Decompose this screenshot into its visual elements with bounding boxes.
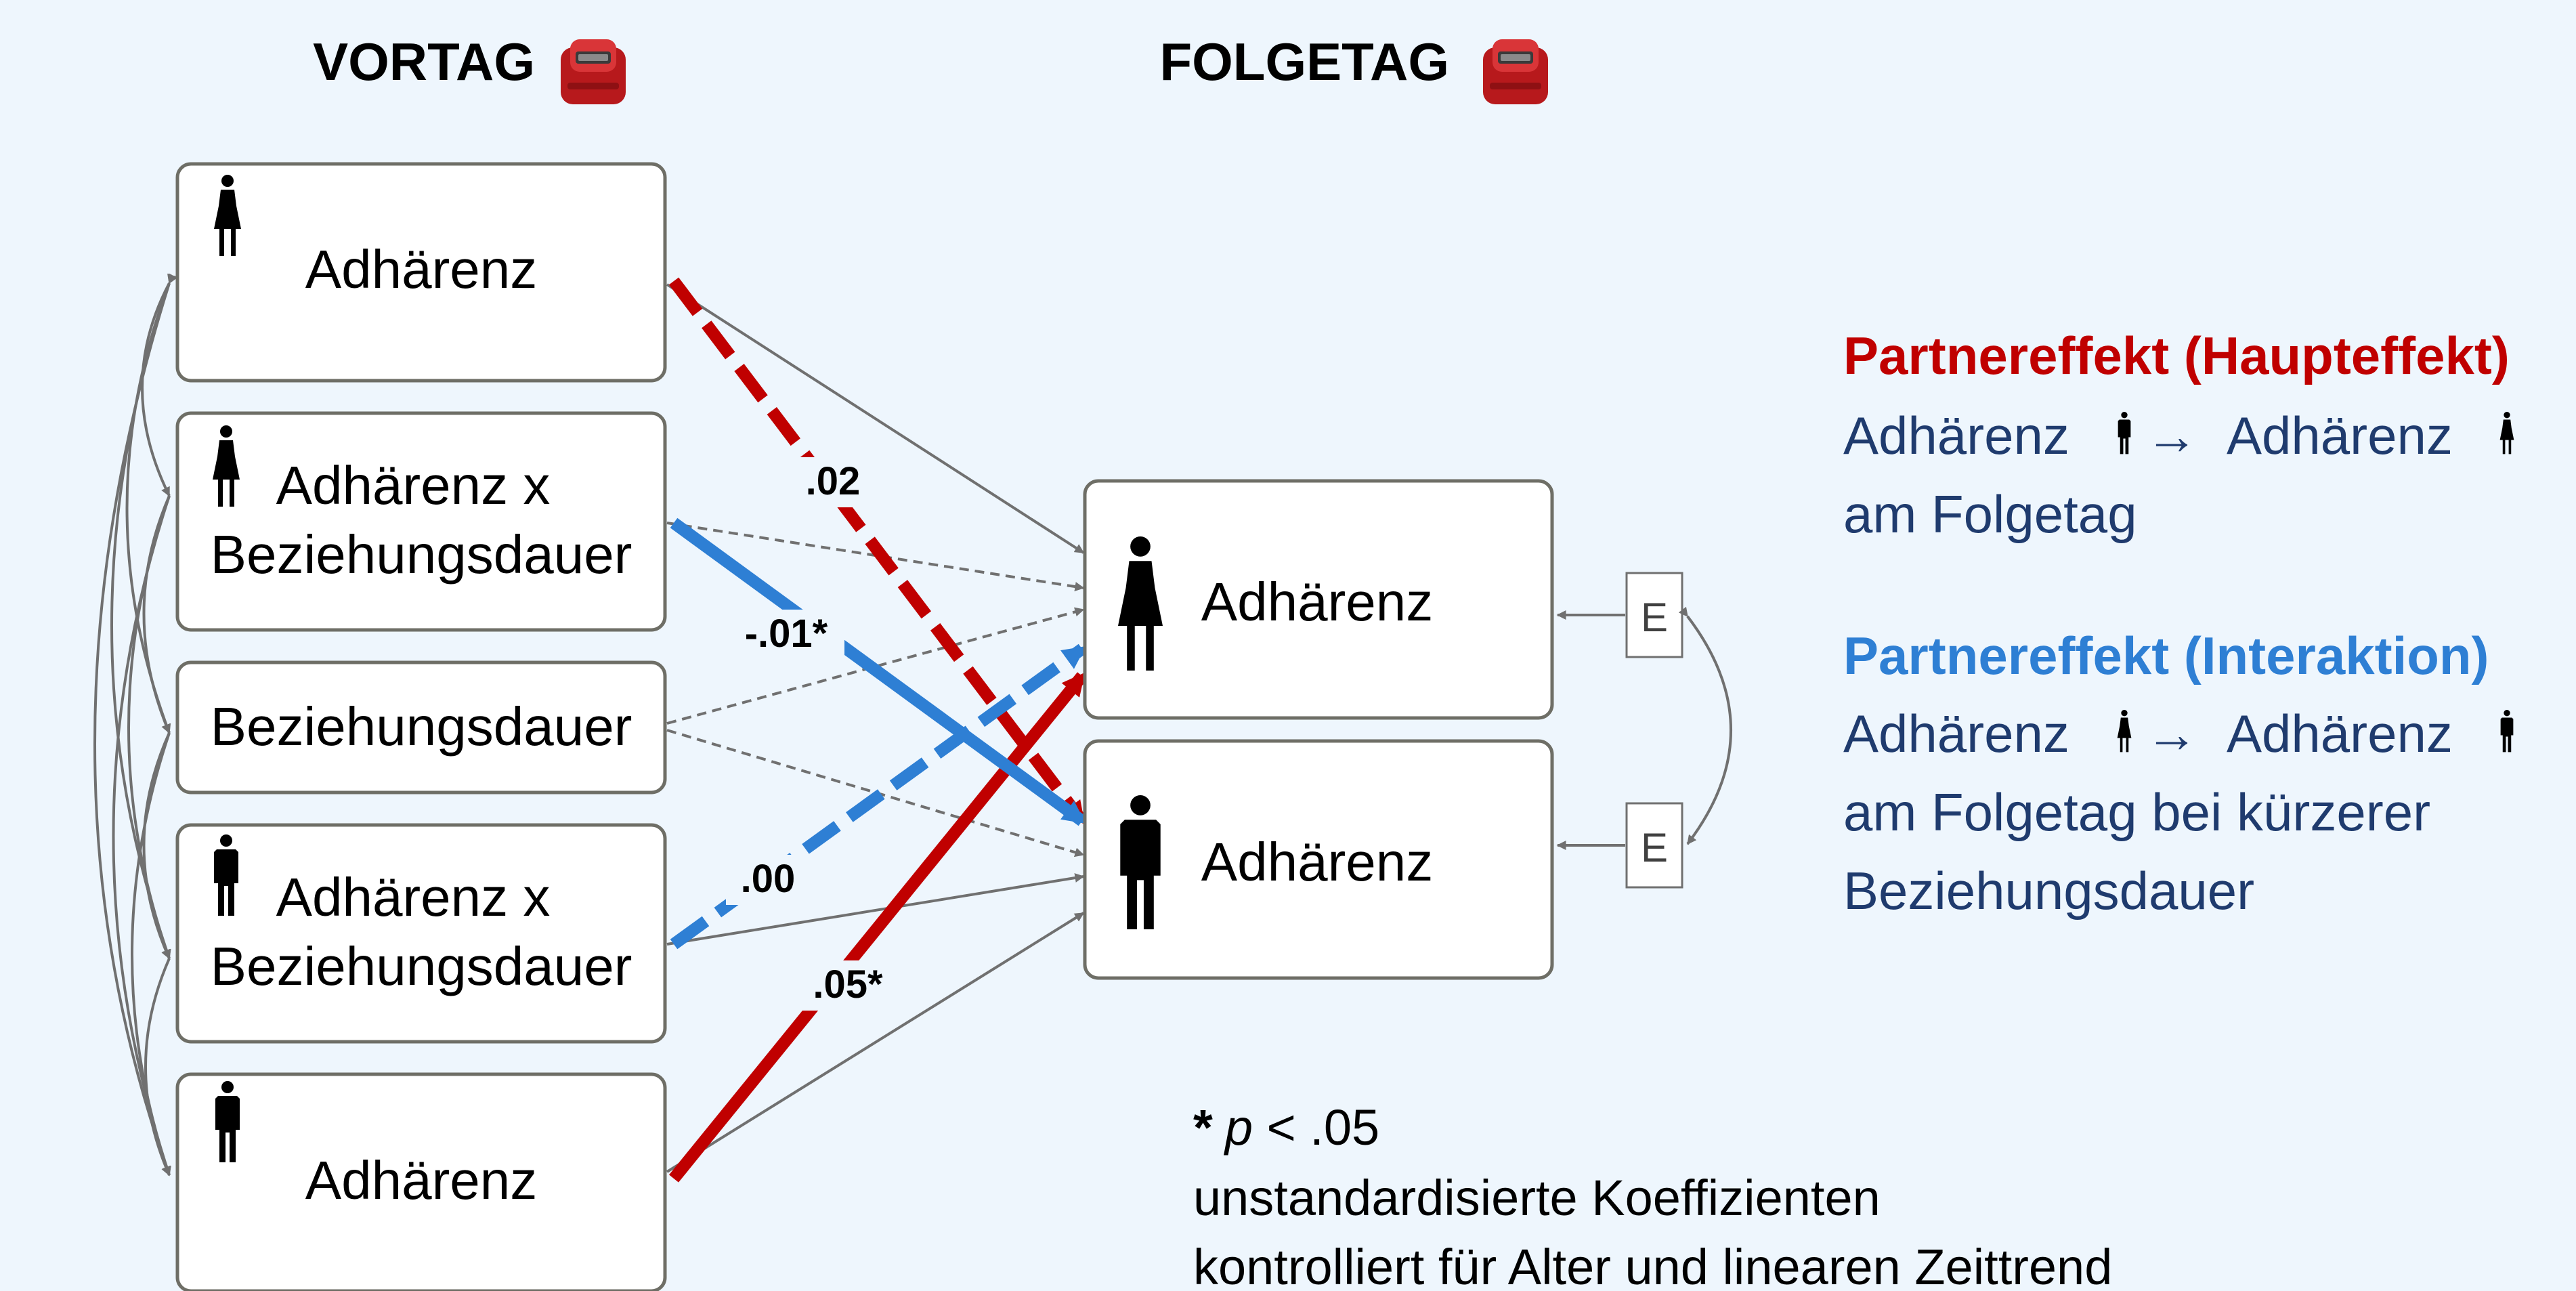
- male-person-icon: [1113, 791, 1167, 933]
- error-label: E: [1641, 825, 1668, 870]
- legend-interaction-line3: Beziehungsdauer: [1843, 861, 2254, 920]
- error-term-male: E: [1556, 802, 1683, 889]
- box-label: Adhärenz x: [276, 867, 551, 927]
- coefficient-label: .00: [741, 857, 796, 901]
- box-label: Adhärenz: [305, 1150, 537, 1210]
- coefficient-label: -.01*: [745, 612, 828, 656]
- female-person-icon: [2117, 710, 2132, 753]
- vortag-header: VORTAG: [313, 32, 535, 91]
- box-label: Beziehungsdauer: [211, 524, 632, 585]
- partner-effect-path-red-dashed: [668, 277, 1088, 825]
- box-relationship-duration: Beziehungsdauer: [175, 660, 667, 795]
- female-person-icon: [1113, 532, 1167, 675]
- box-label: Adhärenz: [1201, 832, 1433, 892]
- legend-main-effect-title: Partnereffekt (Haupteffekt): [1843, 326, 2510, 385]
- folgetag-header: FOLGETAG: [1159, 32, 1449, 91]
- covariance-curve: [142, 495, 171, 734]
- error-term-female: E: [1556, 572, 1683, 658]
- box-label: Beziehungsdauer: [211, 936, 632, 996]
- path-dashed: [666, 607, 1085, 725]
- coefficient-label: .02: [806, 459, 861, 503]
- covariance-curve: [131, 732, 171, 1177]
- box-label: Adhärenz: [1201, 572, 1433, 632]
- male-person-icon: [210, 832, 242, 927]
- covariance-curve: [93, 273, 177, 1177]
- covariance-curve: [144, 958, 171, 1177]
- legend: Partnereffekt (Haupteffekt) Adhärenz → A…: [1843, 326, 2514, 920]
- box-male-adherence-next: Adhärenz: [1083, 739, 1554, 980]
- legend-interaction-line1a: Adhärenz: [1843, 704, 2069, 763]
- female-person-icon: [2499, 412, 2514, 454]
- path-solid: [666, 873, 1085, 946]
- path-solid: [666, 912, 1085, 1173]
- footnote-line2: unstandardisierte Koeffizienten: [1193, 1170, 1881, 1226]
- path-solid: [666, 283, 1085, 554]
- partner-effect-path-blue-solid: [670, 517, 1086, 826]
- partner-effect-path-red-solid: [669, 672, 1087, 1183]
- box-label: Beziehungsdauer: [211, 696, 632, 757]
- legend-interaction-line2: am Folgetag bei kürzerer: [1843, 782, 2430, 842]
- footnote-line3: kontrolliert für Alter und linearen Zeit…: [1193, 1239, 2112, 1291]
- pill-dispenser-icon: [1483, 39, 1548, 104]
- box-male-adherence-prev: Adhärenz: [175, 1072, 667, 1291]
- error-covariance-curve: [1678, 606, 1732, 845]
- covariance-curve: [142, 732, 171, 960]
- box-label: Adhärenz: [305, 239, 537, 299]
- coefficient-label: .05*: [813, 962, 883, 1007]
- gray-paths: [666, 283, 1085, 1173]
- legend-arrow: →: [2145, 406, 2198, 465]
- covariance-curves: [93, 273, 178, 1177]
- path-dashed: [666, 729, 1085, 858]
- male-person-icon: [2500, 710, 2514, 753]
- legend-main-effect-line2: am Folgetag: [1843, 484, 2137, 544]
- female-person-icon: [210, 423, 242, 517]
- covariance-curve: [141, 273, 178, 497]
- box-female-interaction-prev: Adhärenz x Beziehungsdauer: [175, 411, 667, 632]
- box-label: Adhärenz x: [276, 455, 551, 515]
- covariance-curve: [112, 495, 171, 1177]
- male-person-icon: [211, 1078, 244, 1173]
- legend-main-effect-line1b: Adhärenz: [2227, 406, 2453, 465]
- male-person-icon: [2118, 412, 2131, 454]
- box-male-interaction-prev: Adhärenz x Beziehungsdauer: [175, 823, 667, 1044]
- legend-main-effect-line1a: Adhärenz: [1843, 406, 2069, 465]
- box-female-adherence-next: Adhärenz: [1083, 479, 1554, 720]
- female-person-icon: [211, 172, 244, 267]
- error-label: E: [1641, 595, 1668, 640]
- legend-interaction-title: Partnereffekt (Interaktion): [1843, 626, 2489, 685]
- legend-interaction-line1b: Adhärenz: [2227, 704, 2453, 763]
- footnote: *p < .05 unstandardisierte Koeffizienten…: [1193, 1099, 2112, 1291]
- pill-dispenser-icon: [561, 39, 626, 104]
- footnote-line1: *p < .05: [1193, 1099, 1379, 1156]
- box-female-adherence-prev: Adhärenz: [175, 162, 667, 383]
- legend-arrow: →: [2145, 704, 2198, 763]
